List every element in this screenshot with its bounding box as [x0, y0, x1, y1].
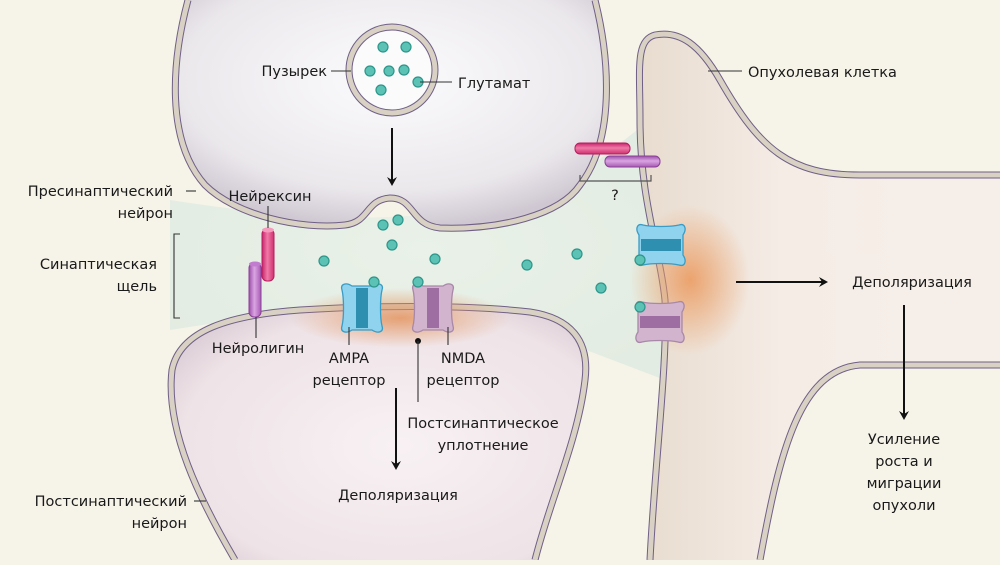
unknown-partner-label: ?	[611, 188, 619, 204]
glutamate-label: Глутамат	[458, 76, 531, 92]
glutamate-molecule	[377, 219, 389, 231]
ampa-label: AMPA	[329, 351, 369, 367]
nmda-label: NMDA	[441, 351, 485, 367]
glutamate-molecule	[521, 259, 533, 271]
presynaptic-neuron-label-2: нейрон	[118, 206, 173, 222]
tumor-ampa-receptor	[636, 223, 686, 267]
nmda-label-2: рецептор	[427, 373, 500, 389]
tumor-cell-label: Опухолевая клетка	[748, 65, 897, 81]
tumor-cell	[635, 30, 1000, 561]
synaptic-cleft-bracket	[173, 233, 180, 319]
neuron-depolarization-label: Деполяризация	[338, 488, 458, 504]
postsynaptic-neuron-label-2: нейрон	[132, 516, 187, 532]
tumor-outcome-label-3: миграции	[867, 476, 942, 492]
glutamate-molecule	[398, 64, 410, 76]
glutamate-molecule	[364, 65, 376, 77]
neurexin-label: Нейрексин	[228, 189, 311, 205]
bound-glutamate-nmda	[412, 276, 424, 288]
ampa-label-2: рецептор	[313, 373, 386, 389]
tumor-nmda-receptor	[635, 300, 685, 344]
glutamate-molecule	[377, 41, 389, 53]
tumor-adhesion-pair	[574, 142, 661, 182]
glutamate-molecule	[383, 65, 395, 77]
glutamate-molecule	[429, 253, 441, 265]
glutamate-molecule	[392, 214, 404, 226]
neurexin-protein	[261, 227, 275, 282]
glutamate-molecule	[375, 84, 387, 96]
synaptic-cleft-label-2: щель	[117, 279, 157, 295]
presynaptic-neuron-label: Пресинаптический	[28, 184, 173, 200]
glutamate-molecule	[571, 248, 583, 260]
neuroligin-label: Нейролигин	[212, 341, 305, 357]
tumor-outcome-label: Усиление	[868, 432, 940, 448]
postsynaptic-density-glow	[290, 288, 510, 348]
bound-glutamate-tumor-ampa	[634, 254, 646, 266]
glutamate-molecule	[595, 282, 607, 294]
unknown-partner-bracket	[579, 175, 652, 182]
psd-label: Постсинаптическое	[407, 416, 558, 432]
psd-label-2: уплотнение	[438, 438, 529, 454]
nmda-receptor	[411, 283, 455, 333]
tumor-outcome-label-2: роста и	[875, 454, 932, 470]
synaptic-cleft-label: Синаптическая	[40, 257, 157, 273]
bound-glutamate-tumor-nmda	[634, 301, 646, 313]
tumor-outcome-label-4: опухоли	[872, 498, 935, 514]
vesicle-label: Пузырек	[261, 64, 327, 80]
glutamate-molecule	[386, 239, 398, 251]
bound-glutamate-ampa	[368, 276, 380, 288]
cleft-glutamate	[318, 214, 607, 294]
neuroligin-protein	[248, 261, 262, 318]
ampa-receptor	[340, 283, 384, 333]
postsynaptic-neuron-label: Постсинаптический	[35, 494, 187, 510]
tumor-depolarization-label: Деполяризация	[852, 275, 972, 291]
glutamate-molecule	[318, 255, 330, 267]
glutamate-molecule	[400, 41, 412, 53]
